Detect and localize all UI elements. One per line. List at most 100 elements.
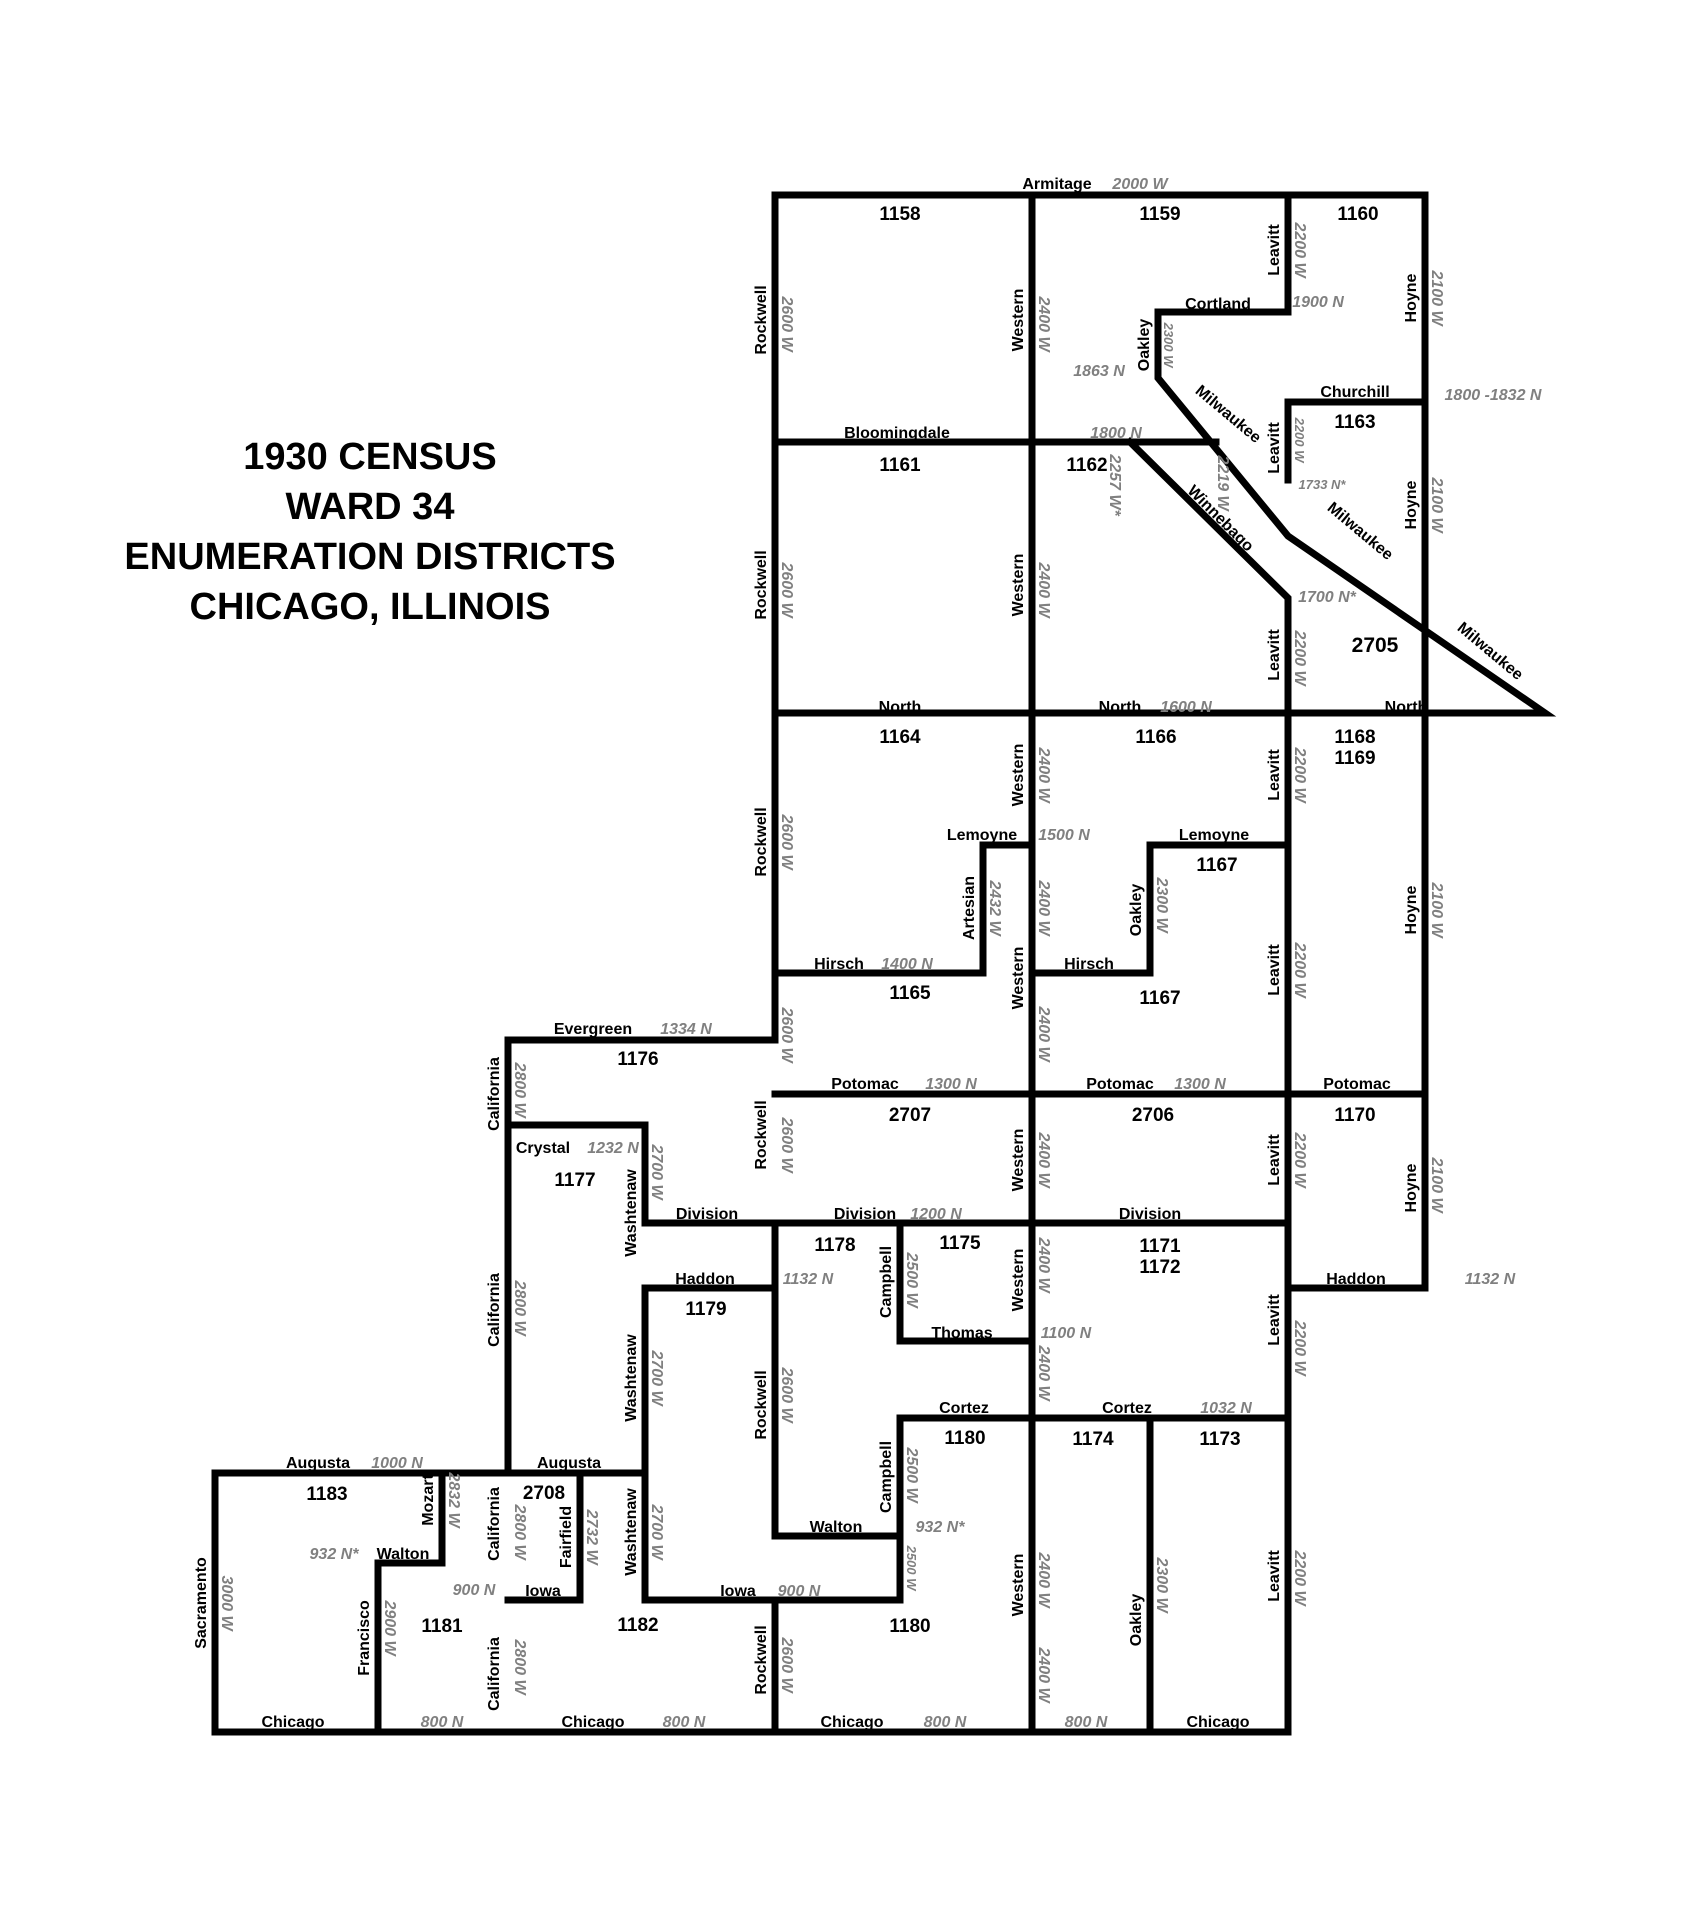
- street-label: Cortez: [1102, 1400, 1152, 1417]
- address-label: 1800 N: [1090, 425, 1142, 442]
- street-label: Chicago: [561, 1714, 624, 1731]
- title-line-3: ENUMERATION DISTRICTS: [124, 536, 616, 578]
- street-label: Leavitt: [1266, 749, 1283, 801]
- address-label: 2600 W: [778, 1366, 795, 1424]
- winnebago-leavitt-line: [1125, 437, 1292, 1292]
- address-label: 2800 W: [511, 1638, 528, 1696]
- district-label: 1158: [879, 204, 920, 225]
- address-label: 2900 W: [381, 1599, 398, 1657]
- street-label: Hirsch: [1064, 956, 1114, 973]
- address-label: 2700 W: [648, 1349, 665, 1407]
- address-label: 2832 W: [445, 1471, 462, 1529]
- street-label: Rockwell: [753, 1100, 770, 1169]
- district-label: 1174: [1072, 1429, 1114, 1450]
- address-label: 800 N: [1065, 1714, 1108, 1731]
- district-label: 1163: [1334, 412, 1375, 433]
- street-label: Rockwell: [753, 285, 770, 354]
- street-label: Chicago: [1186, 1714, 1249, 1731]
- district-numbers: 1158 1159 1160 1163 1161 1162 2705 1164 …: [306, 204, 1398, 1637]
- street-label: Augusta: [537, 1455, 601, 1472]
- street-label: North: [1385, 699, 1428, 716]
- district-label: 1169: [1334, 748, 1375, 769]
- address-label: 1733 N*: [1299, 477, 1347, 492]
- street-label: Rockwell: [753, 1370, 770, 1439]
- address-label: 2219 W: [1214, 454, 1231, 512]
- address-label: 2400 W: [1035, 879, 1052, 937]
- street-label: Campbell: [878, 1246, 895, 1318]
- address-label: 1232 N: [587, 1140, 639, 1157]
- district-label: 2705: [1352, 634, 1399, 657]
- district-label: 1160: [1337, 204, 1378, 225]
- address-label: 2257 W*: [1106, 453, 1123, 516]
- street-label: California: [486, 1637, 503, 1711]
- address-label: 2000 W: [1111, 176, 1169, 193]
- street-label: California: [486, 1057, 503, 1131]
- district-label: 1167: [1139, 988, 1180, 1009]
- street-label: Leavitt: [1266, 422, 1283, 474]
- district-label: 1167: [1196, 855, 1237, 876]
- address-label: 2400 W: [1035, 561, 1052, 619]
- street-label: Walton: [377, 1546, 430, 1563]
- address-label: 932 N*: [310, 1546, 360, 1563]
- address-label: 2200 W: [1291, 941, 1308, 999]
- crystal-division-line: [504, 1121, 1292, 1227]
- address-label: 2100 W: [1428, 881, 1445, 939]
- address-label: 2400 W: [1035, 295, 1052, 353]
- street-label: Rockwell: [753, 807, 770, 876]
- street-label: Washtenaw: [623, 1334, 640, 1422]
- street-label: Chicago: [261, 1714, 324, 1731]
- street-label: Leavitt: [1266, 224, 1283, 276]
- district-label: 1180: [889, 1616, 930, 1637]
- street-label: Western: [1010, 1249, 1027, 1312]
- hirsch-oakley-line: [1028, 841, 1292, 977]
- district-label: 1164: [879, 727, 921, 748]
- street-label: Bloomingdale: [844, 425, 950, 442]
- address-label: 2600 W: [778, 1636, 795, 1694]
- street-label: Leavitt: [1266, 944, 1283, 996]
- street-label: Crystal: [516, 1140, 570, 1157]
- address-label: 900 N: [778, 1583, 821, 1600]
- street-label: Leavitt: [1266, 1294, 1283, 1346]
- district-label: 1181: [421, 1616, 463, 1637]
- address-label: 2432 W: [986, 879, 1003, 937]
- street-label: Augusta: [286, 1455, 350, 1472]
- street-label: Western: [1010, 947, 1027, 1010]
- address-label: 2200 W: [1291, 746, 1308, 804]
- street-label: Hoyne: [1403, 273, 1420, 322]
- address-label: 1132 N: [1465, 1271, 1516, 1288]
- street-label: Lemoyne: [1179, 827, 1249, 844]
- street-label: Hoyne: [1403, 480, 1420, 529]
- fairfield-iowa-line: [504, 1469, 584, 1604]
- address-label: 2732 W: [583, 1508, 600, 1566]
- street-label: Leavitt: [1266, 1550, 1283, 1602]
- address-label: 800 N: [421, 1714, 464, 1731]
- street-label: Rockwell: [753, 550, 770, 619]
- address-label: 1700 N*: [1298, 589, 1357, 606]
- street-label: Western: [1010, 744, 1027, 807]
- district-label: 1178: [814, 1235, 855, 1256]
- vertical-street-names: Rockwell Rockwell Rockwell Rockwell Rock…: [193, 224, 1420, 1711]
- district-label: 2708: [523, 1483, 565, 1504]
- street-label: Hoyne: [1403, 1163, 1420, 1212]
- street-label: Francisco: [356, 1600, 373, 1676]
- district-label: 1168: [1334, 727, 1375, 748]
- address-label: 900 N: [453, 1582, 496, 1599]
- address-label: 2600 W: [778, 1006, 795, 1064]
- address-label: 2400 W: [1035, 1551, 1052, 1609]
- district-label: 2707: [889, 1105, 931, 1126]
- address-label: 2700 W: [648, 1143, 665, 1201]
- address-label: 2600 W: [778, 813, 795, 871]
- address-label: 2200 W: [1291, 629, 1308, 687]
- district-label: 1159: [1139, 204, 1180, 225]
- address-label: 2500 W: [903, 1446, 920, 1504]
- street-label: Haddon: [1326, 1271, 1386, 1288]
- street-label: Division: [1119, 1206, 1181, 1223]
- address-label: 2800 W: [511, 1061, 528, 1119]
- rockwell-walton-line: [771, 1219, 904, 1540]
- street-label: Western: [1010, 1554, 1027, 1617]
- address-label: 2600 W: [778, 561, 795, 619]
- street-label: Campbell: [878, 1441, 895, 1513]
- address-label: 3000 W: [218, 1575, 235, 1632]
- district-label: 1179: [685, 1299, 726, 1320]
- address-label: 1032 N: [1200, 1400, 1252, 1417]
